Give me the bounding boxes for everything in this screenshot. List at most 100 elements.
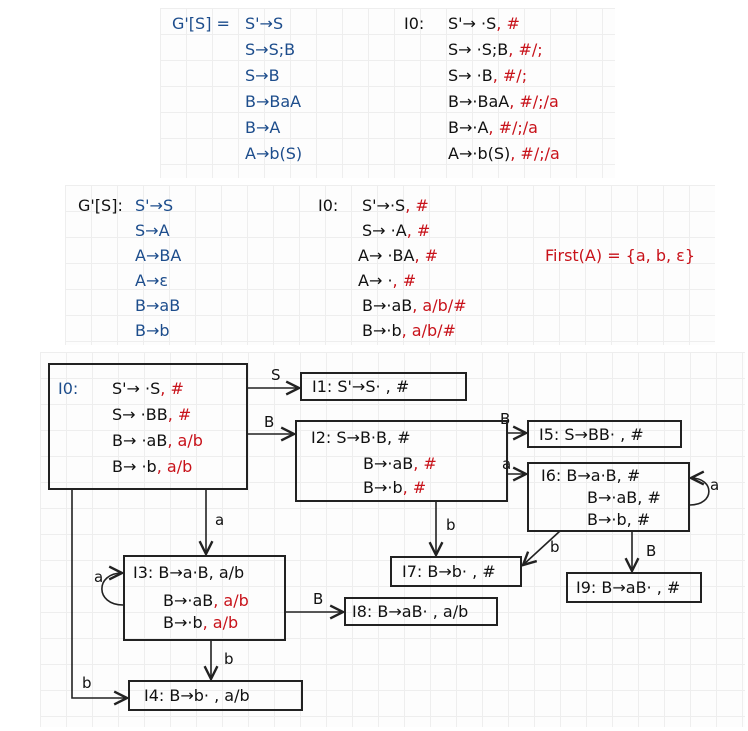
item: B→ ·b, a/b bbox=[112, 457, 192, 477]
state-I4: I4: B→b· , a/b bbox=[128, 680, 303, 711]
production: A→ε bbox=[135, 271, 168, 290]
production: S→A bbox=[135, 221, 170, 240]
item: B→·aB, a/b/# bbox=[362, 296, 467, 316]
item-rule: B→·aB bbox=[363, 454, 414, 473]
edge-label: S bbox=[271, 366, 281, 384]
item-lookahead: , #/; bbox=[508, 40, 543, 59]
state-I0: I0: S'→ ·S, # S→ ·BB, # B→ ·aB, a/b B→ ·… bbox=[48, 363, 248, 490]
item-rule: B→ ·aB bbox=[112, 431, 168, 450]
item-lookahead: , a/b bbox=[202, 613, 239, 632]
item: B→·aB, # bbox=[363, 454, 437, 474]
edge-label: b bbox=[550, 538, 560, 556]
production: A→BA bbox=[135, 246, 182, 265]
item: B→ ·aB, a/b bbox=[112, 431, 203, 451]
state-label: I2: bbox=[311, 428, 332, 447]
state-I3: I3: B→a·B, a/b B→·aB, a/b B→·b, a/b bbox=[123, 555, 286, 641]
item-rule: S'→·S bbox=[362, 196, 406, 215]
production: S→B bbox=[245, 66, 280, 85]
grammar-label: G'[S] = bbox=[172, 14, 230, 33]
item: S'→ ·S, # bbox=[448, 14, 520, 34]
production: S'→S bbox=[245, 14, 284, 33]
edge-label: a bbox=[215, 511, 225, 529]
production: B→BaA bbox=[245, 92, 302, 111]
edge-label: B bbox=[646, 542, 657, 560]
item-lookahead: , #/; bbox=[492, 66, 528, 85]
state-label: I0: bbox=[404, 14, 425, 33]
item-rule: B→·BaA bbox=[448, 92, 510, 111]
state-label: I6: bbox=[541, 466, 562, 485]
state-I1: I1: S'→S· , # bbox=[300, 372, 467, 401]
state-I2: I2: S→B·B, # B→·aB, # B→·b, # bbox=[295, 420, 508, 502]
item-rule: A→·b(S) bbox=[448, 144, 511, 163]
item-lookahead: , # bbox=[406, 221, 431, 240]
item: A→ ·BA, # bbox=[358, 246, 438, 266]
item-lookahead: , a/b bbox=[167, 431, 203, 450]
item: B→·b, a/b/# bbox=[362, 321, 456, 341]
item: B→·aB, a/b bbox=[163, 591, 249, 611]
item: B→·b, # bbox=[363, 478, 426, 498]
grammar-panel-1 bbox=[160, 8, 615, 178]
edge-I6-I7 bbox=[523, 530, 561, 565]
item: I2: S→B·B, # bbox=[311, 428, 411, 448]
item: I6: B→a·B, # bbox=[541, 466, 640, 486]
edge-I6-I6 bbox=[690, 478, 710, 506]
item-lookahead: , # bbox=[405, 196, 429, 215]
item-rule: S→B·B, # bbox=[336, 428, 411, 447]
item-lookahead: , # bbox=[414, 246, 439, 265]
grammar-label: G'[S]: bbox=[78, 196, 123, 215]
state-text: I1: S'→S· , # bbox=[312, 377, 410, 396]
item-rule: B→a·B, # bbox=[566, 466, 641, 485]
item-rule: S'→ ·S bbox=[448, 14, 497, 33]
item-rule: B→ ·b bbox=[112, 457, 157, 476]
state-I9: I9: B→aB· , # bbox=[566, 572, 702, 603]
production: S→S;B bbox=[245, 40, 296, 59]
item: B→·b, a/b bbox=[163, 613, 238, 633]
item-lookahead: , # bbox=[160, 379, 184, 398]
item-rule: B→·aB bbox=[362, 296, 413, 315]
item-lookahead: , #/;/a bbox=[488, 118, 538, 137]
item-rule: B→·A bbox=[448, 118, 489, 137]
item: B→·A, #/;/a bbox=[448, 118, 538, 138]
diagram-panel bbox=[40, 352, 745, 727]
item-rule: S→ ·BB bbox=[112, 405, 168, 424]
edge-label: b bbox=[446, 516, 456, 534]
item-rule: S→ ·B bbox=[448, 66, 493, 85]
first-set-note: First(A) = {a, b, ε} bbox=[545, 246, 695, 265]
state-label: I0: bbox=[58, 379, 79, 398]
grammar-panel-2 bbox=[65, 185, 715, 345]
state-label: I3: bbox=[133, 563, 154, 582]
item-lookahead: , # bbox=[413, 454, 437, 473]
state-I7: I7: B→b· , # bbox=[390, 556, 522, 587]
edge-label: a bbox=[94, 568, 104, 586]
item: B→·b, # bbox=[587, 510, 651, 529]
item-rule: B→·aB bbox=[163, 591, 214, 610]
state-text: I9: B→aB· , # bbox=[576, 578, 681, 597]
item-lookahead: , # bbox=[402, 478, 427, 497]
edge-label: b bbox=[224, 650, 234, 668]
state-I5: I5: S→BB· , # bbox=[527, 420, 682, 448]
item-lookahead: , # bbox=[167, 405, 192, 424]
edge-label: b bbox=[82, 674, 92, 692]
production: B→b bbox=[135, 321, 170, 340]
state-text: I5: S→BB· , # bbox=[539, 425, 644, 444]
edge-I3-I3 bbox=[101, 573, 123, 606]
item-rule: B→a·B, a/b bbox=[158, 563, 245, 582]
item-rule: B→·b bbox=[163, 613, 203, 632]
state-text: I4: B→b· , a/b bbox=[144, 686, 250, 705]
item-lookahead: , #/;/a bbox=[510, 144, 560, 163]
item-rule: S'→ ·S bbox=[112, 379, 161, 398]
edge-I0-I4 bbox=[71, 490, 127, 698]
item-rule: S→ ·A bbox=[362, 221, 407, 240]
item: B→·aB, # bbox=[587, 488, 661, 507]
item-rule: A→ · bbox=[358, 271, 393, 290]
edge-label: B bbox=[264, 413, 275, 431]
state-text: I7: B→b· , # bbox=[402, 562, 496, 581]
state-I8: I8: B→aB· , a/b bbox=[344, 597, 498, 626]
edge-label: a bbox=[710, 476, 720, 494]
item-lookahead: , # bbox=[392, 271, 417, 290]
item: S→ ·A, # bbox=[362, 221, 430, 241]
production: S'→S bbox=[135, 196, 174, 215]
state-text: I8: B→aB· , a/b bbox=[352, 602, 469, 621]
production: B→aB bbox=[135, 296, 181, 315]
